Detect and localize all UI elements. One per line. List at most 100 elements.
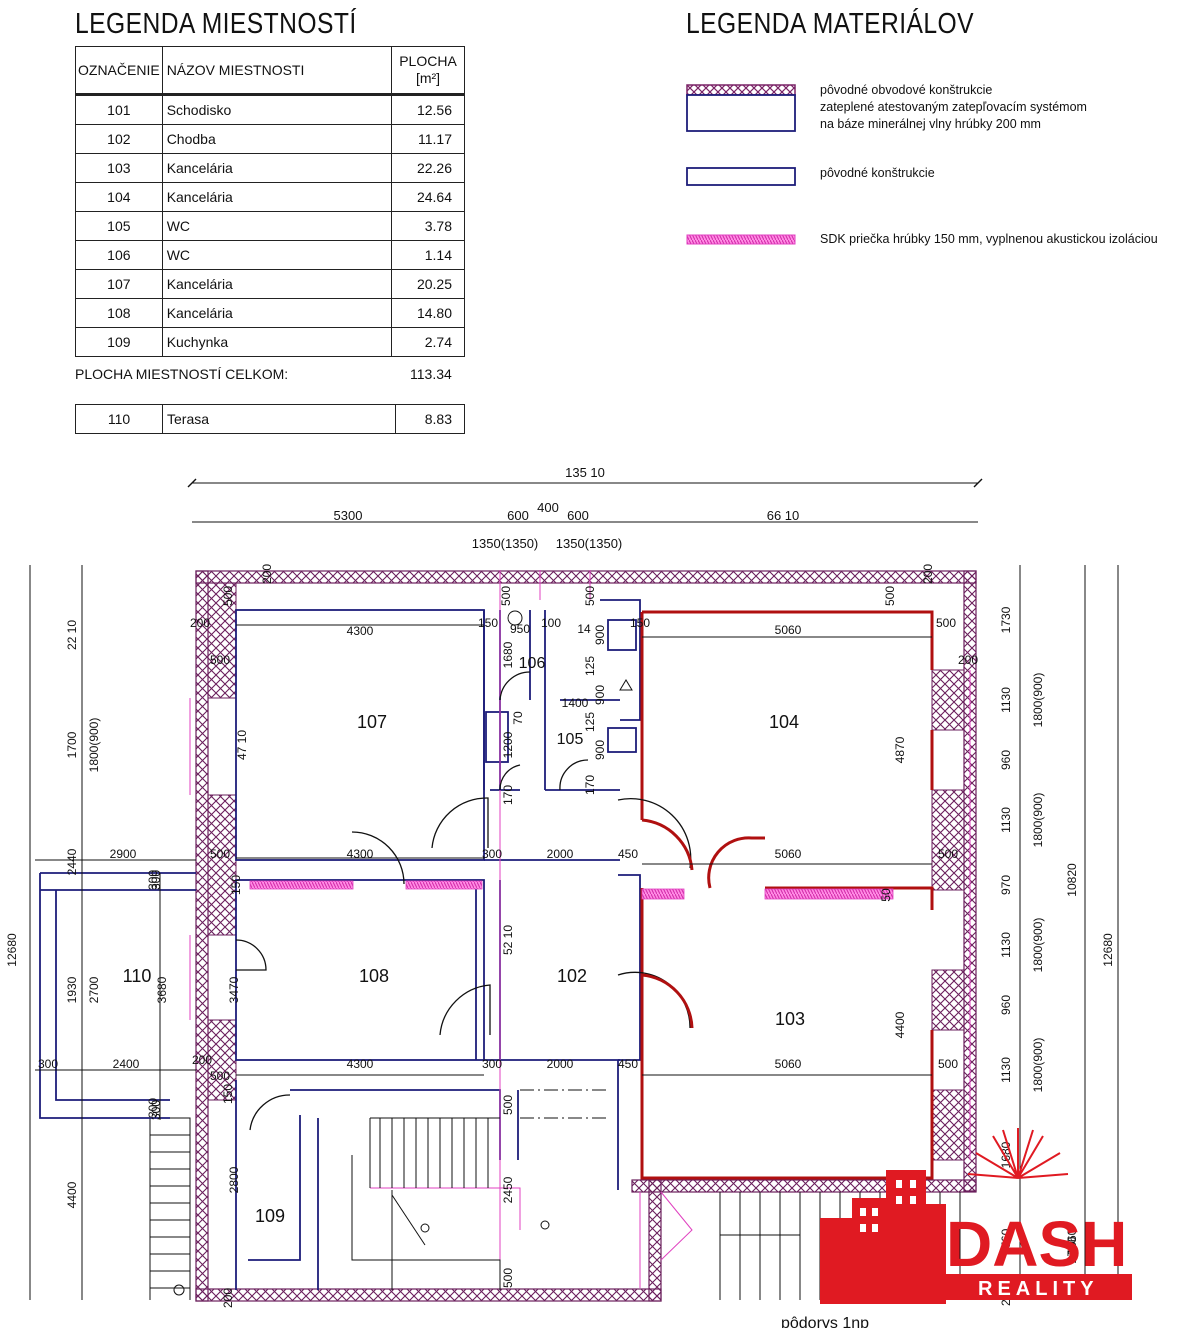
dimension-label: 1800(900) [1031, 918, 1045, 973]
dimension-label: 500 [938, 847, 958, 861]
dimension-label: 4870 [893, 736, 907, 763]
dimension-label: 1200 [501, 731, 515, 758]
dimension-label: 12680 [1101, 933, 1115, 967]
dimension-label: 22 10 [65, 620, 79, 650]
dimension-label: 1400 [562, 696, 589, 710]
dimension-label: 2000 [547, 847, 574, 861]
dimension-label: 4300 [347, 624, 374, 638]
dimension-label: 450 [618, 1057, 638, 1071]
dash-reality-logo: DASH REALITY [820, 1128, 1132, 1304]
row-name: Kuchynka [161, 327, 393, 357]
dimension-label: 1800(900) [1031, 673, 1045, 728]
dimension-label: 12680 [5, 933, 19, 967]
dimension-label: 5060 [775, 623, 802, 637]
header-area-line1: PLOCHA [399, 53, 457, 69]
dimension-label: 300 [146, 870, 160, 890]
fixtures [173, 610, 633, 1296]
dimension-label: 450 [618, 847, 638, 861]
dimension-label: 2400 [113, 1057, 140, 1071]
material-1-text: pôvodné obvodové konštrukcie zateplené a… [820, 82, 1087, 133]
dimension-label: 500 [210, 653, 230, 667]
dimension-label: 200 [221, 1288, 235, 1308]
row-name: Kancelária [161, 269, 393, 299]
dimension-label: 600 [567, 508, 589, 523]
dimension-label: 4300 [347, 1057, 374, 1071]
dimension-label: 66 10 [767, 508, 800, 523]
new-doors [641, 818, 765, 1029]
window-piers [207, 582, 965, 1161]
dimension-label: 1130 [999, 932, 1013, 958]
dimension-label: 135 10 [565, 465, 605, 480]
material-1-line1: pôvodné obvodové konštrukcie [820, 83, 993, 97]
dimension-label: 970 [999, 875, 1013, 895]
dimension-label: 1130 [999, 807, 1013, 833]
logo-name: DASH [946, 1208, 1127, 1280]
rooms-legend-title: LEGENDA MIESTNOSTÍ [75, 8, 357, 40]
dimension-label: 3680 [155, 976, 169, 1003]
dimension-label: 10820 [1065, 863, 1079, 897]
dimension-label: 960 [999, 750, 1013, 770]
dimension-label: 52 10 [501, 925, 515, 955]
dimension-label: 300 [38, 1057, 58, 1071]
material-2-text: pôvodné konštrukcie [820, 166, 935, 180]
row-name: WC [161, 211, 393, 241]
dimension-label: 5060 [775, 847, 802, 861]
dimension-label: 600 [507, 508, 529, 523]
sdk-partitions [249, 880, 894, 900]
row-area: 24.64 [391, 182, 465, 212]
table-row: 110 Terasa 8.83 [75, 404, 465, 434]
dimension-label: 200 [192, 1053, 212, 1067]
dimension-label: 2700 [1065, 1236, 1079, 1263]
dimension-label: 960 [999, 995, 1013, 1015]
dimension-label: 14 [577, 622, 591, 636]
dimension-label: 70 [511, 711, 525, 725]
room-label-108: 108 [359, 966, 389, 986]
row-area: 1.14 [391, 240, 465, 270]
dimension-label: 125 [583, 712, 597, 732]
terrace [39, 872, 196, 1119]
dimension-label: 1800(900) [87, 718, 101, 773]
swatch-sdk-partition [686, 234, 796, 245]
dimension-label: 2700 [87, 976, 101, 1003]
new-walls [640, 610, 934, 1180]
room-label-103: 103 [775, 1009, 805, 1029]
dimension-label: 300 [146, 1098, 160, 1118]
material-3-text: SDK priečka hrúbky 150 mm, vyplnenou aku… [820, 232, 1158, 246]
room-label-102: 102 [557, 966, 587, 986]
dimension-label: 500 [938, 1057, 958, 1071]
row-code: 110 [75, 404, 163, 434]
materials-legend-title: LEGENDA MATERIÁLOV [686, 8, 975, 40]
row-area: 3.78 [391, 211, 465, 241]
row-area: 11.17 [391, 124, 465, 154]
facade-lines [189, 570, 971, 1288]
row-area: 22.26 [391, 153, 465, 183]
dimension-label: 4400 [893, 1011, 907, 1038]
rooms-legend-table: OZNAČENIE NÁZOV MIESTNOSTI PLOCHA [m²] 1… [75, 46, 465, 357]
terrace-table: 110 Terasa 8.83 [75, 404, 465, 434]
staircase [149, 1089, 961, 1300]
dimension-label: 500 [501, 1268, 515, 1288]
material-1-line3: na báze minerálnej vlny hrúbky 200 mm [820, 117, 1041, 131]
dimension-label: 300 [149, 1100, 163, 1120]
dimension-label: 900 [593, 625, 607, 645]
dimension-label: 5300 [334, 508, 363, 523]
swatch-insulated-wall [686, 84, 796, 132]
row-name: Schodisko [161, 94, 393, 125]
row-name: Terasa [162, 404, 396, 434]
dimension-label: 170 [583, 775, 597, 795]
header-area-line2: [m²] [415, 70, 441, 86]
room-label-105: 105 [557, 731, 584, 748]
dimension-lines [29, 478, 1119, 1300]
dimension-label: 400 [537, 500, 559, 515]
dimension-label: 47 10 [235, 730, 249, 760]
dimension-label: 950 [510, 622, 530, 636]
dimension-label: 1350(1350) [472, 536, 539, 551]
dimension-label: 500 [210, 847, 230, 861]
dimension-label: 1760 [999, 1228, 1013, 1255]
row-code: 108 [75, 298, 163, 328]
dimension-label: 1860 [1065, 1228, 1079, 1255]
